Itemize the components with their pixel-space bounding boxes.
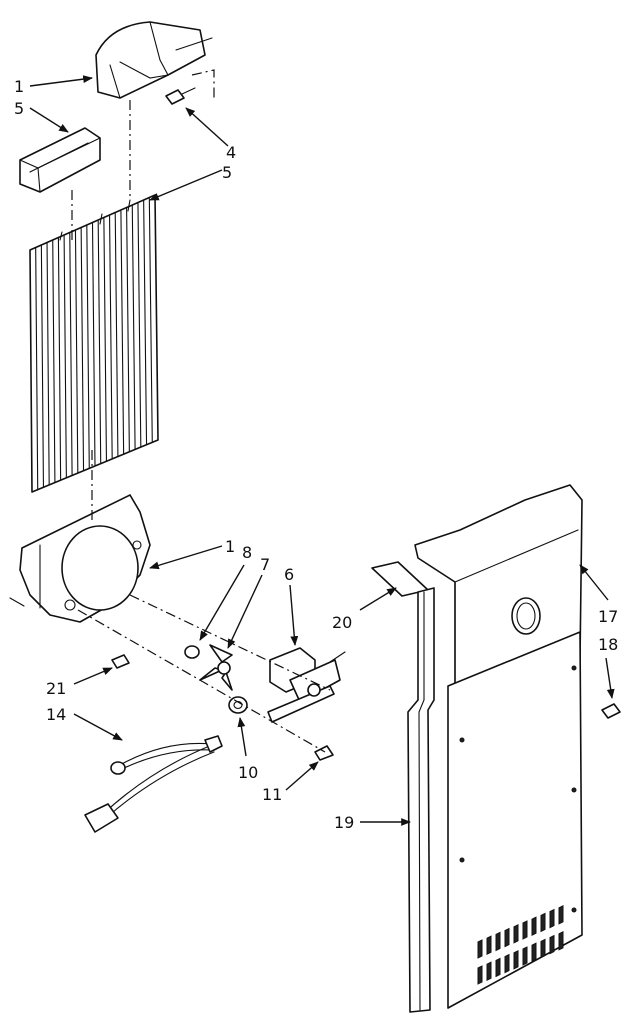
coil-fin: [74, 229, 79, 474]
coil-fin: [97, 219, 102, 465]
damper-block-part: [19, 127, 101, 193]
callout-21: 21: [46, 679, 66, 698]
vent-slot: [495, 931, 501, 952]
coil-fin: [63, 234, 67, 479]
coil-fin: [40, 244, 45, 488]
vent-slot: [486, 961, 492, 982]
callout-5: 5: [222, 163, 232, 182]
coil-fin: [46, 241, 50, 486]
coil-fin: [126, 206, 130, 453]
fan-motor-part: [267, 647, 346, 723]
vent-slot: [504, 953, 510, 974]
callout-labels: 1 5 4 5 1 8 7 6 20 17 18 21 14 10 11 19: [14, 77, 618, 832]
shroud-screw-part: [111, 654, 130, 669]
callout-8: 7: [260, 555, 270, 574]
grommet-part: [228, 696, 248, 714]
callout-7: 6: [284, 565, 294, 584]
coil-fin: [52, 239, 56, 484]
coil-fin: [108, 214, 113, 460]
coil-fin: [86, 224, 90, 469]
callout-6: 5: [14, 99, 24, 118]
vent-slot: [531, 916, 537, 937]
vent-slot: [477, 939, 483, 959]
callout-leaders: [29, 75, 615, 826]
coil-fin: [35, 246, 39, 491]
vent-slot: [549, 934, 555, 955]
coil-fin: [103, 216, 108, 462]
evaporator-coil-part: [29, 194, 159, 493]
callout-10: 10: [238, 763, 258, 782]
callout-3: 1: [14, 77, 24, 96]
vent-slot: [558, 930, 564, 951]
vent-slot: [504, 927, 510, 948]
coil-fin: [114, 211, 119, 458]
vent-slot: [531, 942, 537, 963]
coil-fin: [120, 209, 125, 455]
coil-fin: [143, 199, 148, 446]
wire-harness-part: [84, 735, 223, 833]
coil-fin: [137, 201, 142, 448]
coil-fin: [91, 221, 96, 467]
fan-nut-part: [184, 645, 200, 659]
callout-17: 17: [598, 607, 618, 626]
coil-fin: [131, 204, 136, 451]
callout-18: 18: [598, 635, 618, 654]
callout-4: 4: [226, 143, 236, 162]
callout-19: 19: [334, 813, 354, 832]
vent-slot: [486, 935, 492, 956]
coil-fin: [57, 236, 62, 481]
vertical-channel-part: [407, 587, 435, 1013]
coil-fin: [80, 226, 85, 472]
vent-slot: [540, 912, 546, 933]
vent-slot: [522, 920, 528, 940]
coil-fin: [69, 231, 73, 477]
motor-screw-part: [314, 745, 334, 761]
panel-screw-part: [601, 703, 621, 719]
callout-14: 14: [46, 705, 66, 724]
vent-slot: [540, 938, 546, 959]
air-duct-part: [95, 21, 213, 99]
fan-shroud-part: [9, 494, 151, 623]
callout-20: 20: [332, 613, 352, 632]
vent-slot: [558, 904, 564, 925]
duct-screw-part: [165, 87, 196, 105]
vent-slot: [513, 923, 519, 944]
fan-blade-part: [199, 644, 233, 691]
callout-9: 8: [242, 543, 252, 562]
rear-cover-panel-part: [414, 484, 583, 1009]
callout-11: 11: [262, 785, 282, 804]
vent-slot: [477, 965, 483, 985]
vent-slot: [522, 946, 528, 966]
alignment-lines: [71, 69, 331, 753]
vent-slot: [549, 908, 555, 929]
vent-slot: [495, 957, 501, 978]
callout-1: 1: [225, 537, 235, 556]
vent-slot: [513, 949, 519, 970]
coil-fin: [148, 196, 153, 443]
